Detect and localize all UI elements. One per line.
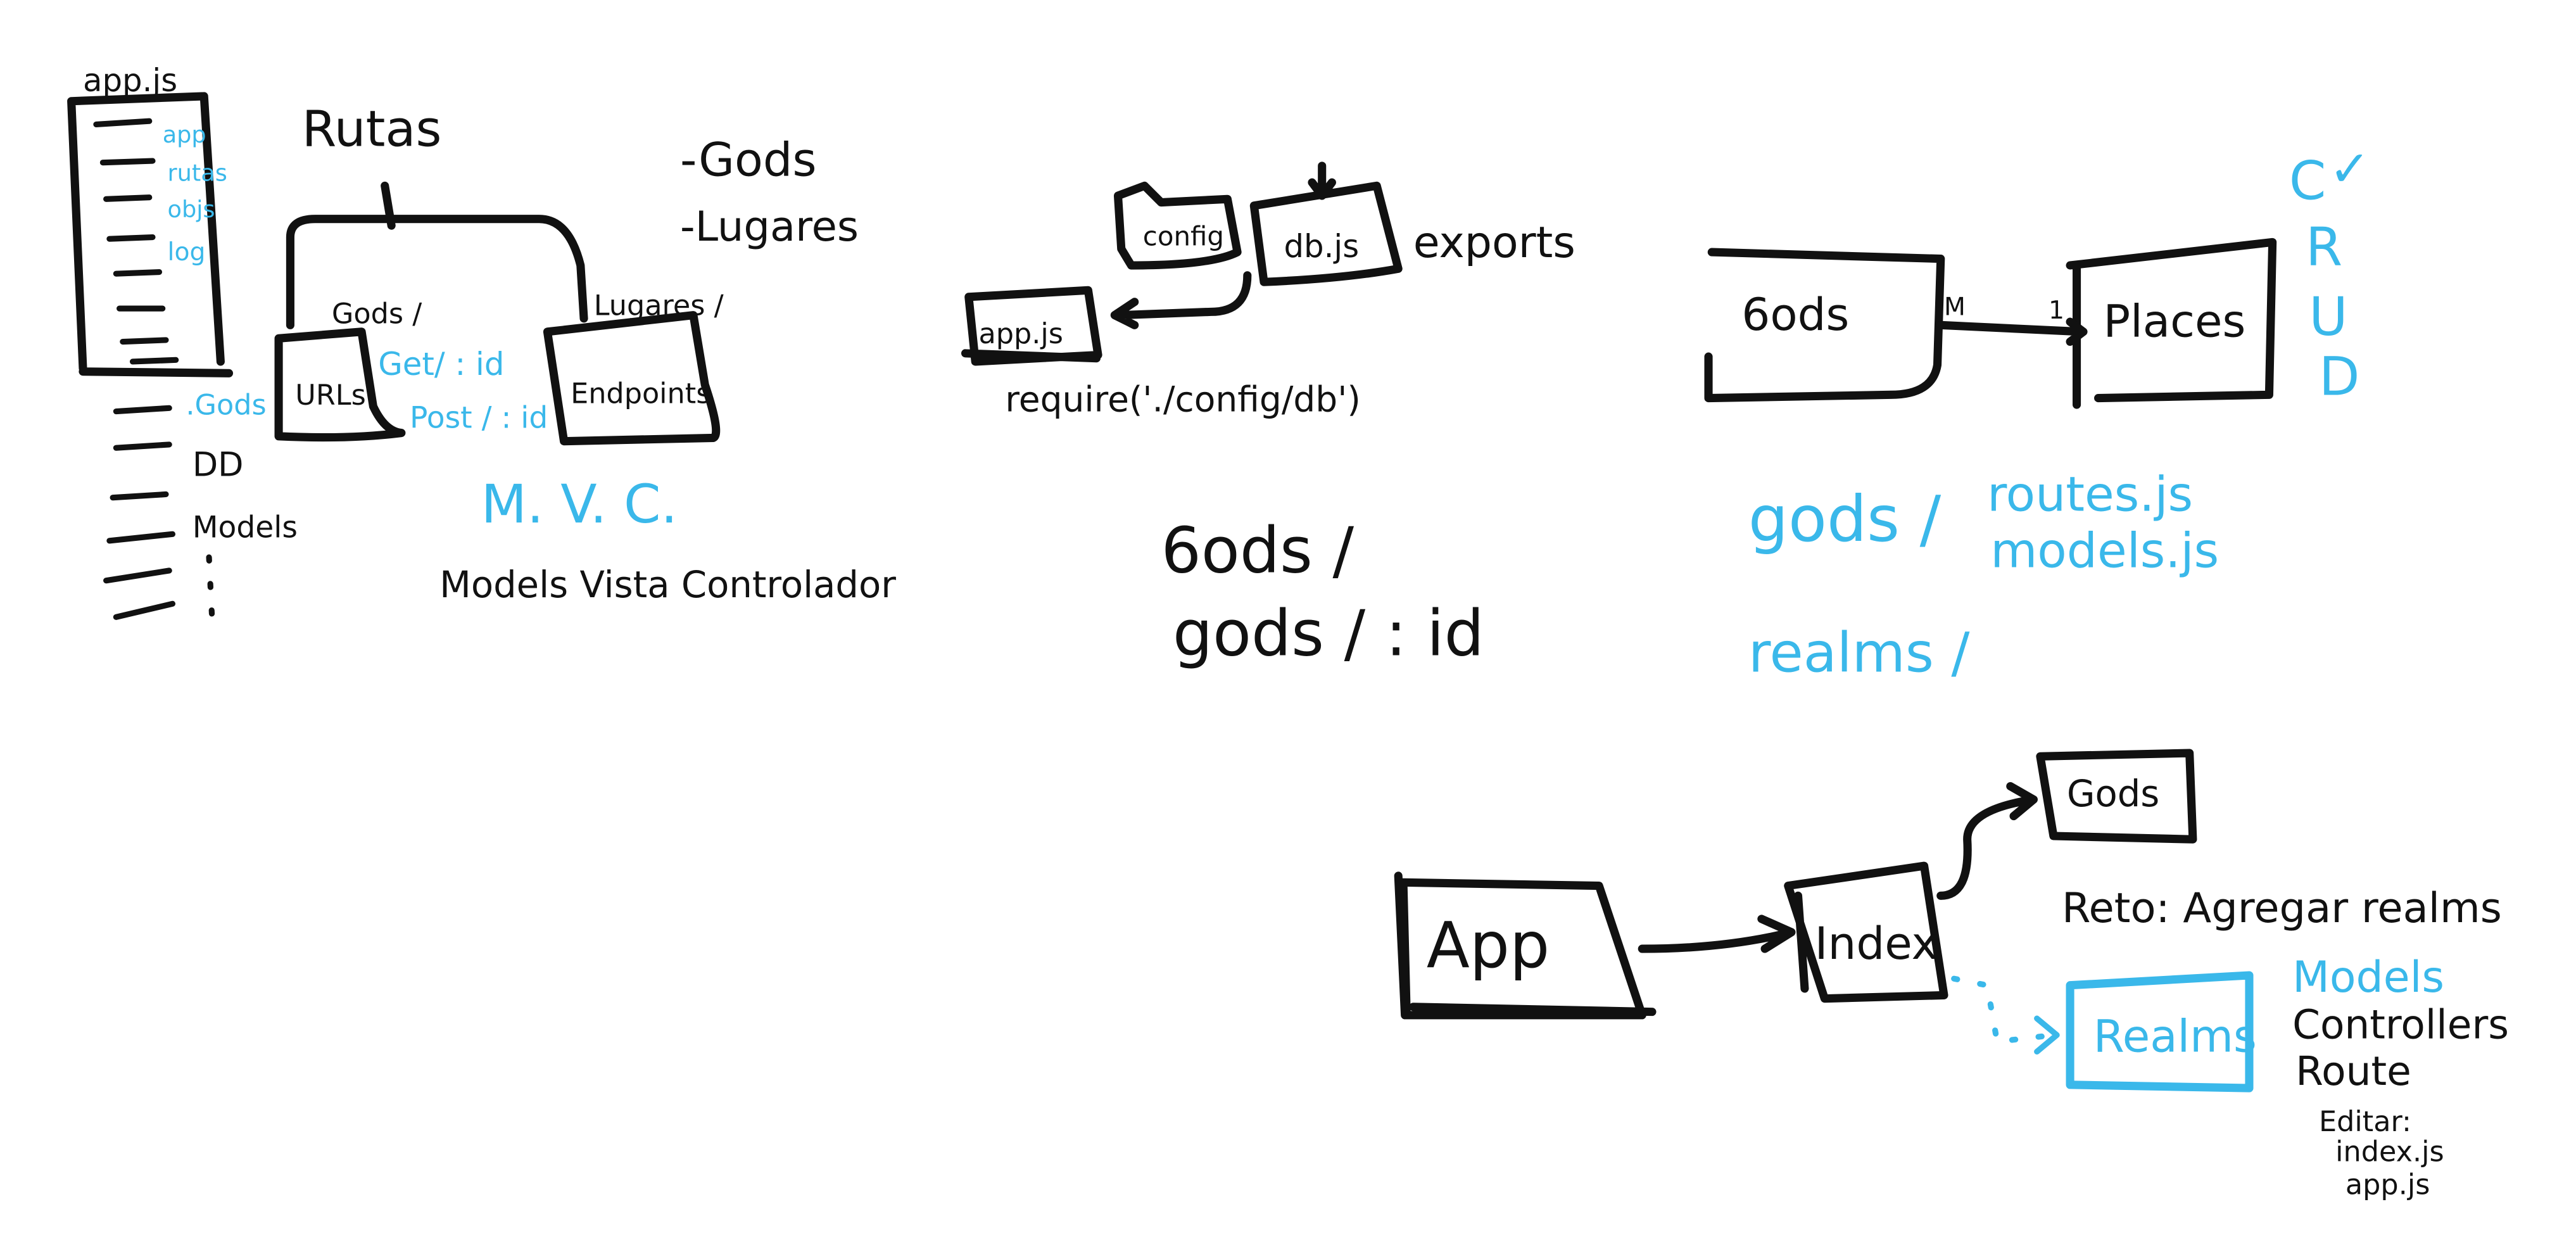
challenge-title: Reto: Agregar realms [2062, 884, 2502, 932]
config-group: config db.js exports app.js require('./c… [961, 162, 1575, 420]
challenge-edit-index: index.js [2335, 1136, 2444, 1168]
list-item-lugares: -Lugares [680, 203, 859, 251]
gods-entity-label: 6ods [1741, 288, 1849, 341]
paths-group: 6ods / gods / : id [1161, 515, 1484, 671]
bullet-dd: DD [193, 446, 244, 484]
challenge-controllers: Controllers [2292, 1002, 2509, 1048]
dbjs-box [1249, 181, 1403, 286]
flow-group: App Index Gods Realms [1394, 749, 2257, 1092]
appjs-box [961, 286, 1102, 366]
gods-box-label: Gods [2067, 773, 2159, 815]
file-item-objs: objs [168, 196, 215, 223]
path-detail: gods / : id [1173, 598, 1484, 671]
bullet-lines [103, 405, 176, 620]
index-to-realms-arrow [1951, 975, 2057, 1045]
crud-c: C [2289, 149, 2327, 212]
app-box-label: App [1427, 909, 1550, 982]
file-item-log: log [168, 238, 206, 267]
files-routes-js: routes.js [1987, 467, 2193, 522]
files-models-js: models.js [1990, 523, 2219, 579]
challenge-models: Models [2292, 953, 2444, 1003]
crud-u: U [2309, 286, 2347, 348]
file-panel-lines [93, 118, 179, 365]
file-label-appjs: app.js [83, 62, 177, 99]
db-to-app-arrow [1110, 271, 1252, 329]
places-entity-label: Places [2103, 295, 2245, 348]
routes-title: Rutas [302, 99, 442, 158]
crud-check: ✓ [2329, 139, 2371, 198]
config-folder [1113, 181, 1242, 270]
files-gods: gods / [1748, 483, 1941, 556]
realms-box [2066, 971, 2254, 1092]
mvc-title: M. V. C. [481, 473, 678, 535]
branch-gods: Gods / [332, 298, 422, 331]
challenge-edit-app: app.js [2346, 1169, 2430, 1201]
appjs-label: app.js [978, 318, 1063, 350]
index-box [1784, 861, 1948, 1003]
require-statement: require('./config/db') [1005, 379, 1360, 420]
list-item-gods: -Gods [680, 134, 817, 187]
config-label: config [1143, 221, 1224, 252]
index-box-label: Index [1815, 917, 1938, 970]
challenge-edit-label: Editar: [2319, 1106, 2411, 1138]
app-structure-group: app.js app rutas objs log .Gods DD Model… [67, 62, 298, 627]
dbjs-label: db.js [1284, 228, 1359, 265]
gods-entity-box [1704, 248, 1945, 403]
bullet-models: Models [193, 510, 298, 545]
urls-box-label: URLs [295, 379, 366, 412]
er-group: 6ods Places M 1 C ✓ R U D [1704, 139, 2371, 409]
routes-bracket [286, 181, 588, 329]
challenge-group: Reto: Agregar realms Models Controllers … [2062, 884, 2509, 1201]
file-item-app: app [163, 121, 206, 148]
index-to-gods-arrow [1936, 782, 2038, 900]
realms-box-label: Realms [2093, 1010, 2257, 1062]
files-group: gods / routes.js models.js realms / [1748, 467, 2219, 685]
relation-one: 1 [2049, 296, 2064, 325]
post-id-label: Post / : id [410, 401, 548, 436]
urls-box [274, 327, 406, 442]
continuation-dots [206, 554, 215, 627]
endpoints-box [543, 311, 721, 446]
file-item-rutas: rutas [168, 159, 227, 186]
crud-r: R [2306, 216, 2342, 278]
bullet-gods: .Gods [186, 390, 266, 422]
index-to-realms-arrowhead [2034, 1015, 2060, 1055]
crud-d: D [2319, 345, 2360, 407]
exports-label: exports [1413, 218, 1575, 268]
endpoints-box-label: Endpoints [571, 377, 710, 410]
app-to-index-arrow [1638, 915, 1796, 953]
app-box [1394, 871, 1657, 1020]
get-id-label: Get/ : id [378, 346, 504, 383]
gods-box [2036, 749, 2197, 844]
relation-line [1936, 317, 2088, 346]
routes-group: Rutas Gods / Lugares / URLs Get/ : id Po… [274, 99, 896, 606]
file-panel-outline [67, 92, 234, 377]
relation-many: M [1944, 293, 1966, 322]
dbjs-arrow [1308, 162, 1336, 200]
challenge-route: Route [2295, 1048, 2411, 1094]
mvc-subtitle: Models Vista Controlador [439, 564, 896, 606]
path-list: 6ods / [1161, 515, 1354, 588]
files-realms: realms / [1748, 622, 1970, 685]
